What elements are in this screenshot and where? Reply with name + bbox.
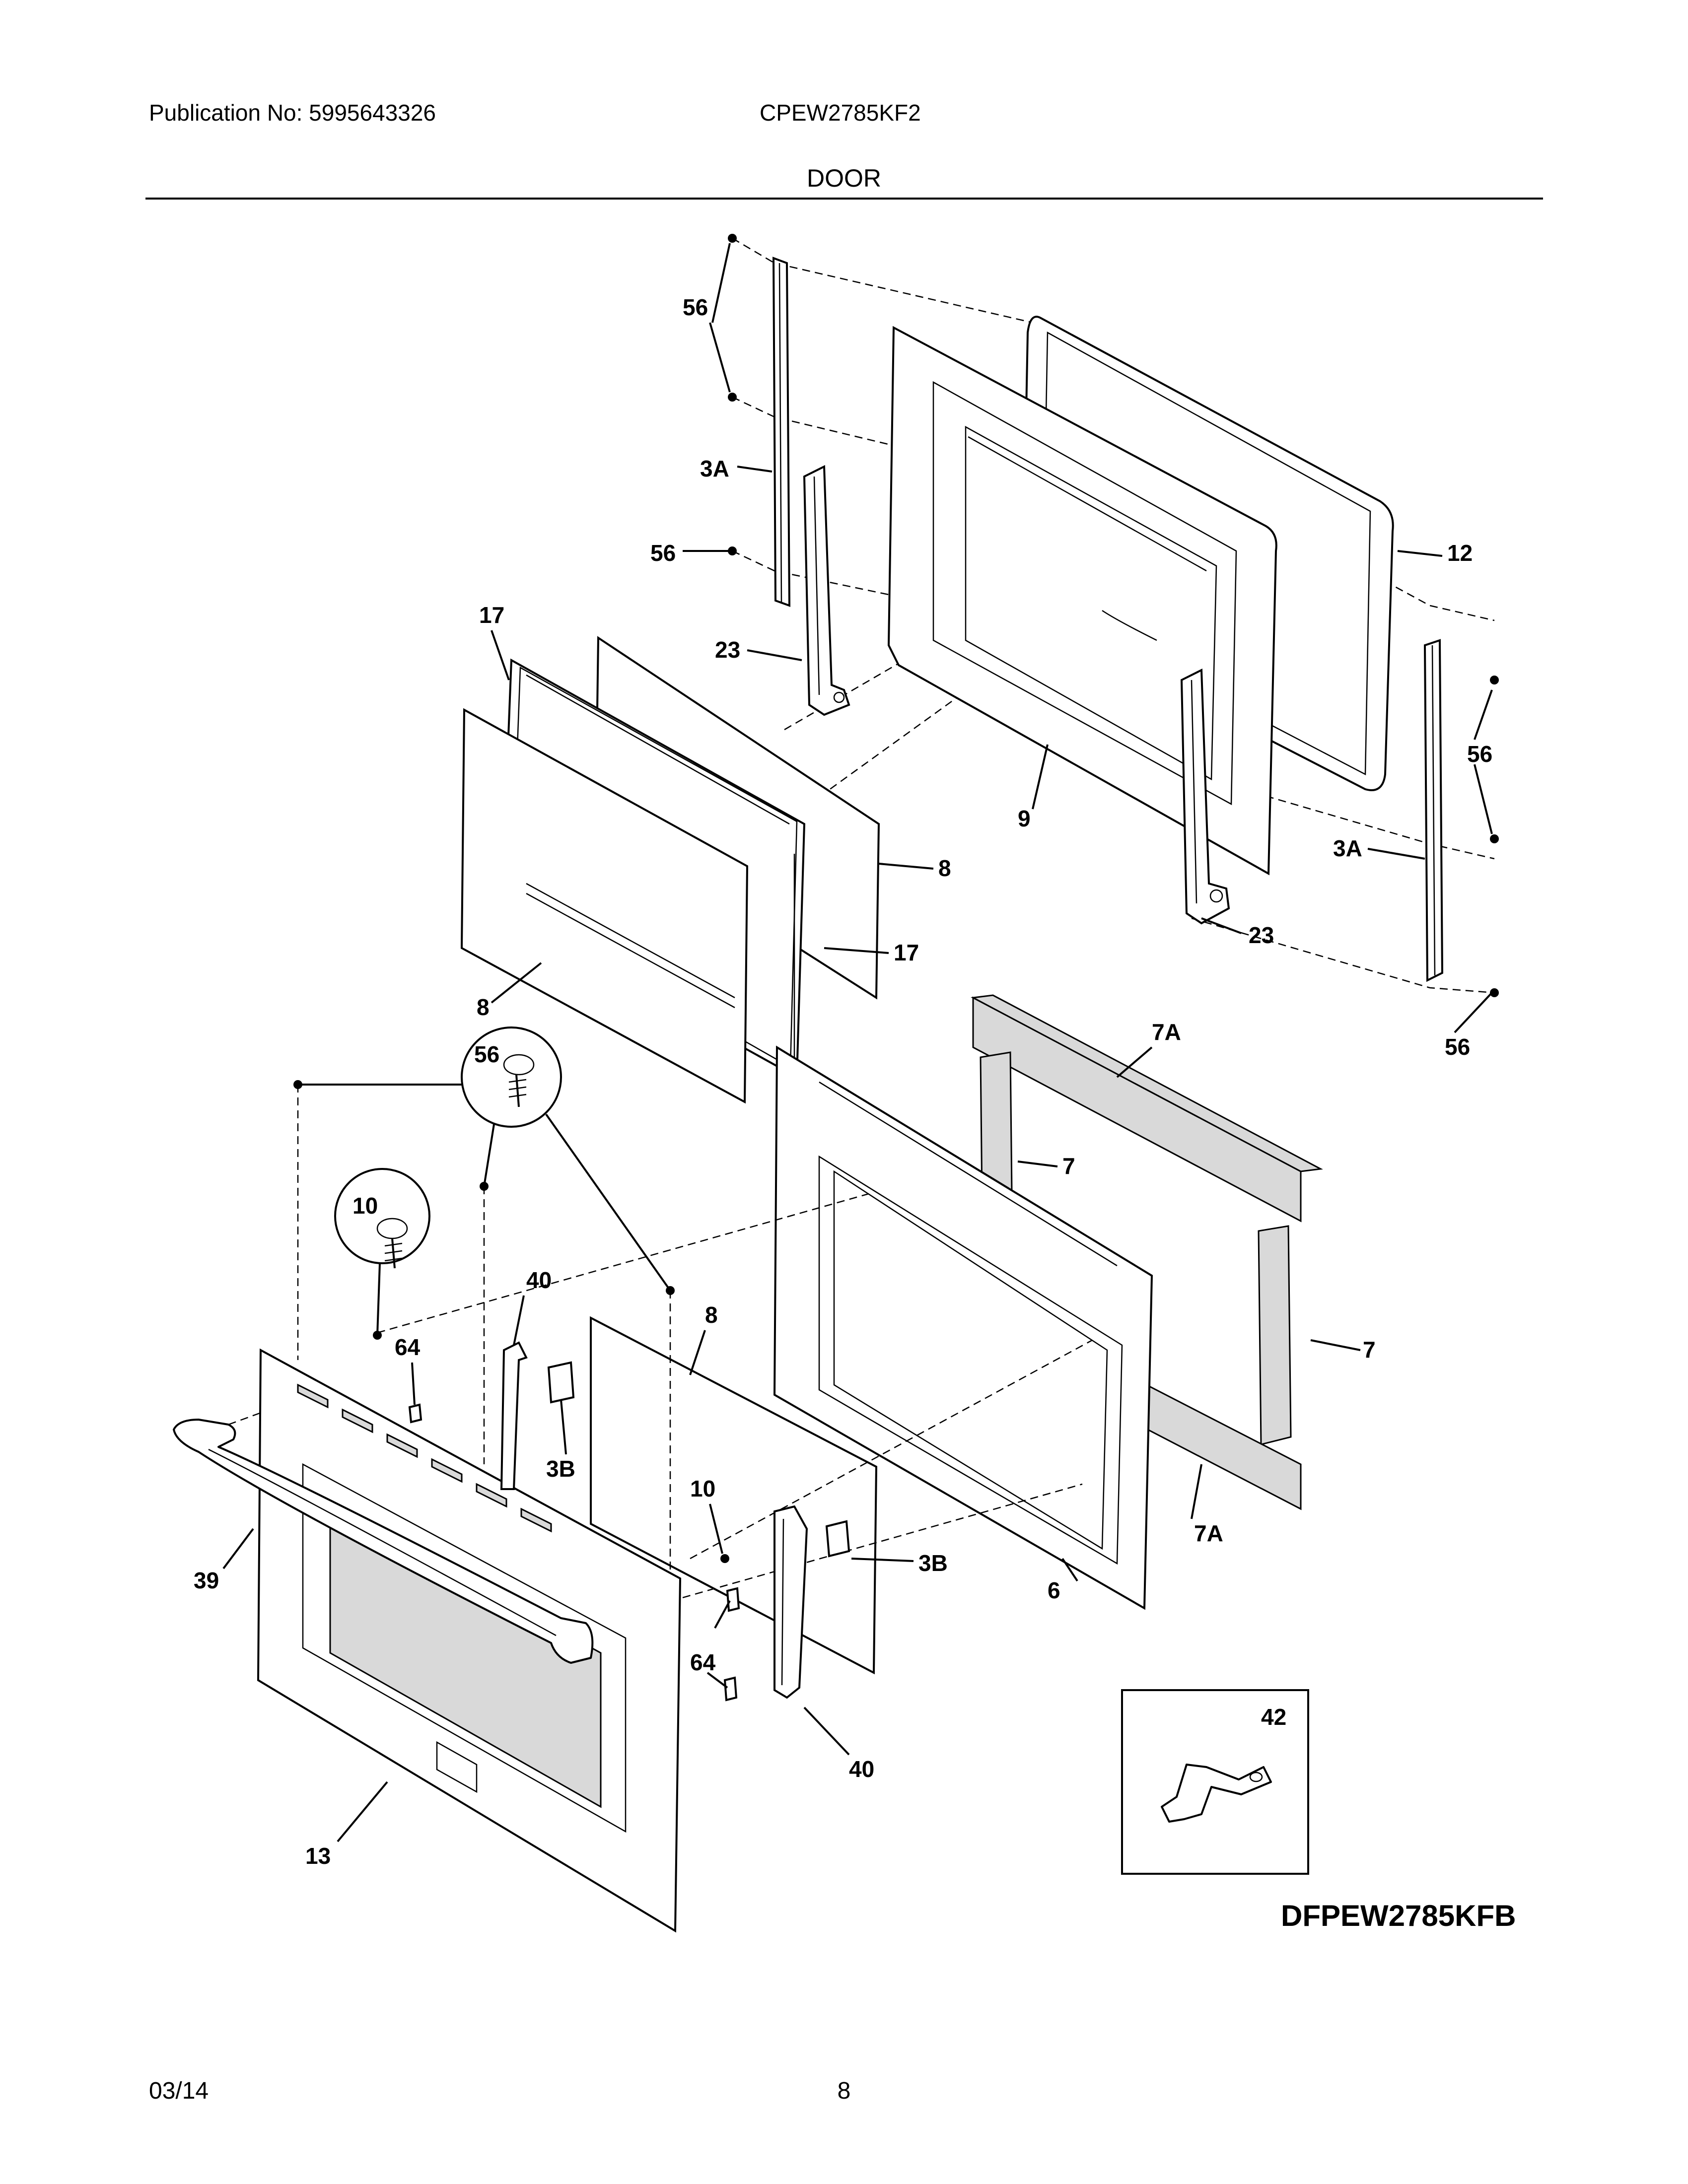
section-title: DOOR bbox=[807, 164, 881, 192]
callout-39: 39 bbox=[194, 1568, 219, 1593]
part-3a-left-channel bbox=[772, 257, 791, 607]
callout-10: 10 bbox=[690, 1476, 715, 1502]
callout-9: 9 bbox=[1018, 806, 1031, 831]
callout-7: 7 bbox=[1363, 1337, 1376, 1363]
callout-6: 6 bbox=[1048, 1577, 1060, 1603]
callout-64: 64 bbox=[395, 1334, 421, 1360]
callout-8: 8 bbox=[938, 855, 951, 881]
callout-23: 23 bbox=[1249, 922, 1274, 948]
model-number: CPEW2785KF2 bbox=[760, 100, 921, 126]
callout-17: 17 bbox=[479, 602, 504, 628]
part-23-right-hinge bbox=[1180, 668, 1230, 925]
callout-23: 23 bbox=[715, 637, 740, 663]
callout-42: 42 bbox=[1261, 1704, 1286, 1730]
part-13-outer-door bbox=[257, 1348, 682, 1933]
callout-64: 64 bbox=[690, 1649, 716, 1675]
callout-13: 13 bbox=[305, 1843, 331, 1869]
detail-circle-56 bbox=[298, 1026, 671, 1292]
upper-screws bbox=[728, 234, 1499, 997]
callout-8: 8 bbox=[705, 1302, 718, 1328]
callout-10: 10 bbox=[352, 1193, 378, 1219]
door-vent-slots bbox=[297, 1383, 552, 1533]
part-9-inner-liner bbox=[887, 326, 1277, 876]
callout-3b: 3B bbox=[918, 1550, 948, 1576]
part-39-handle bbox=[173, 1419, 594, 1664]
page-number: 8 bbox=[837, 2078, 851, 2104]
callout-7: 7 bbox=[1062, 1153, 1075, 1179]
callout-3b: 3B bbox=[546, 1456, 575, 1482]
part-40-brackets bbox=[500, 1341, 808, 1699]
callout-7a: 7A bbox=[1152, 1019, 1181, 1045]
callout-40: 40 bbox=[526, 1267, 552, 1293]
callout-7a: 7A bbox=[1194, 1520, 1223, 1546]
callout-labels: 56 3A 56 23 17 12 56 9 3A 8 23 17 8 7A 5… bbox=[194, 294, 1516, 1932]
callout-17: 17 bbox=[894, 940, 919, 965]
callout-56: 56 bbox=[474, 1041, 499, 1067]
publication-number: Publication No: 5995643326 bbox=[149, 100, 436, 126]
part-3b-clips bbox=[547, 1361, 850, 1558]
part-3a-right-channel bbox=[1423, 639, 1444, 982]
detail-box-42 bbox=[1121, 1689, 1309, 1875]
callout-12: 12 bbox=[1447, 540, 1473, 566]
leader-lines bbox=[222, 243, 1493, 1843]
callout-56: 56 bbox=[683, 294, 708, 320]
lower-alignment-lines bbox=[228, 1085, 1093, 1609]
callout-8: 8 bbox=[477, 994, 490, 1020]
diagram-code: DFPEW2785KFB bbox=[1281, 1899, 1516, 1932]
callout-56: 56 bbox=[1445, 1034, 1470, 1060]
part-6-door-frame bbox=[773, 1045, 1153, 1610]
callout-3a: 3A bbox=[1333, 835, 1362, 861]
callout-56: 56 bbox=[1467, 741, 1492, 767]
part-8-front-glass bbox=[460, 708, 749, 1104]
publication-date: 03/14 bbox=[149, 2078, 209, 2104]
detail-circle-10 bbox=[334, 1168, 430, 1336]
part-23-left-hinge bbox=[803, 465, 850, 716]
callout-3a: 3A bbox=[700, 456, 729, 481]
header-rule bbox=[145, 198, 1543, 200]
callout-56: 56 bbox=[650, 540, 676, 566]
callout-40: 40 bbox=[849, 1756, 874, 1782]
